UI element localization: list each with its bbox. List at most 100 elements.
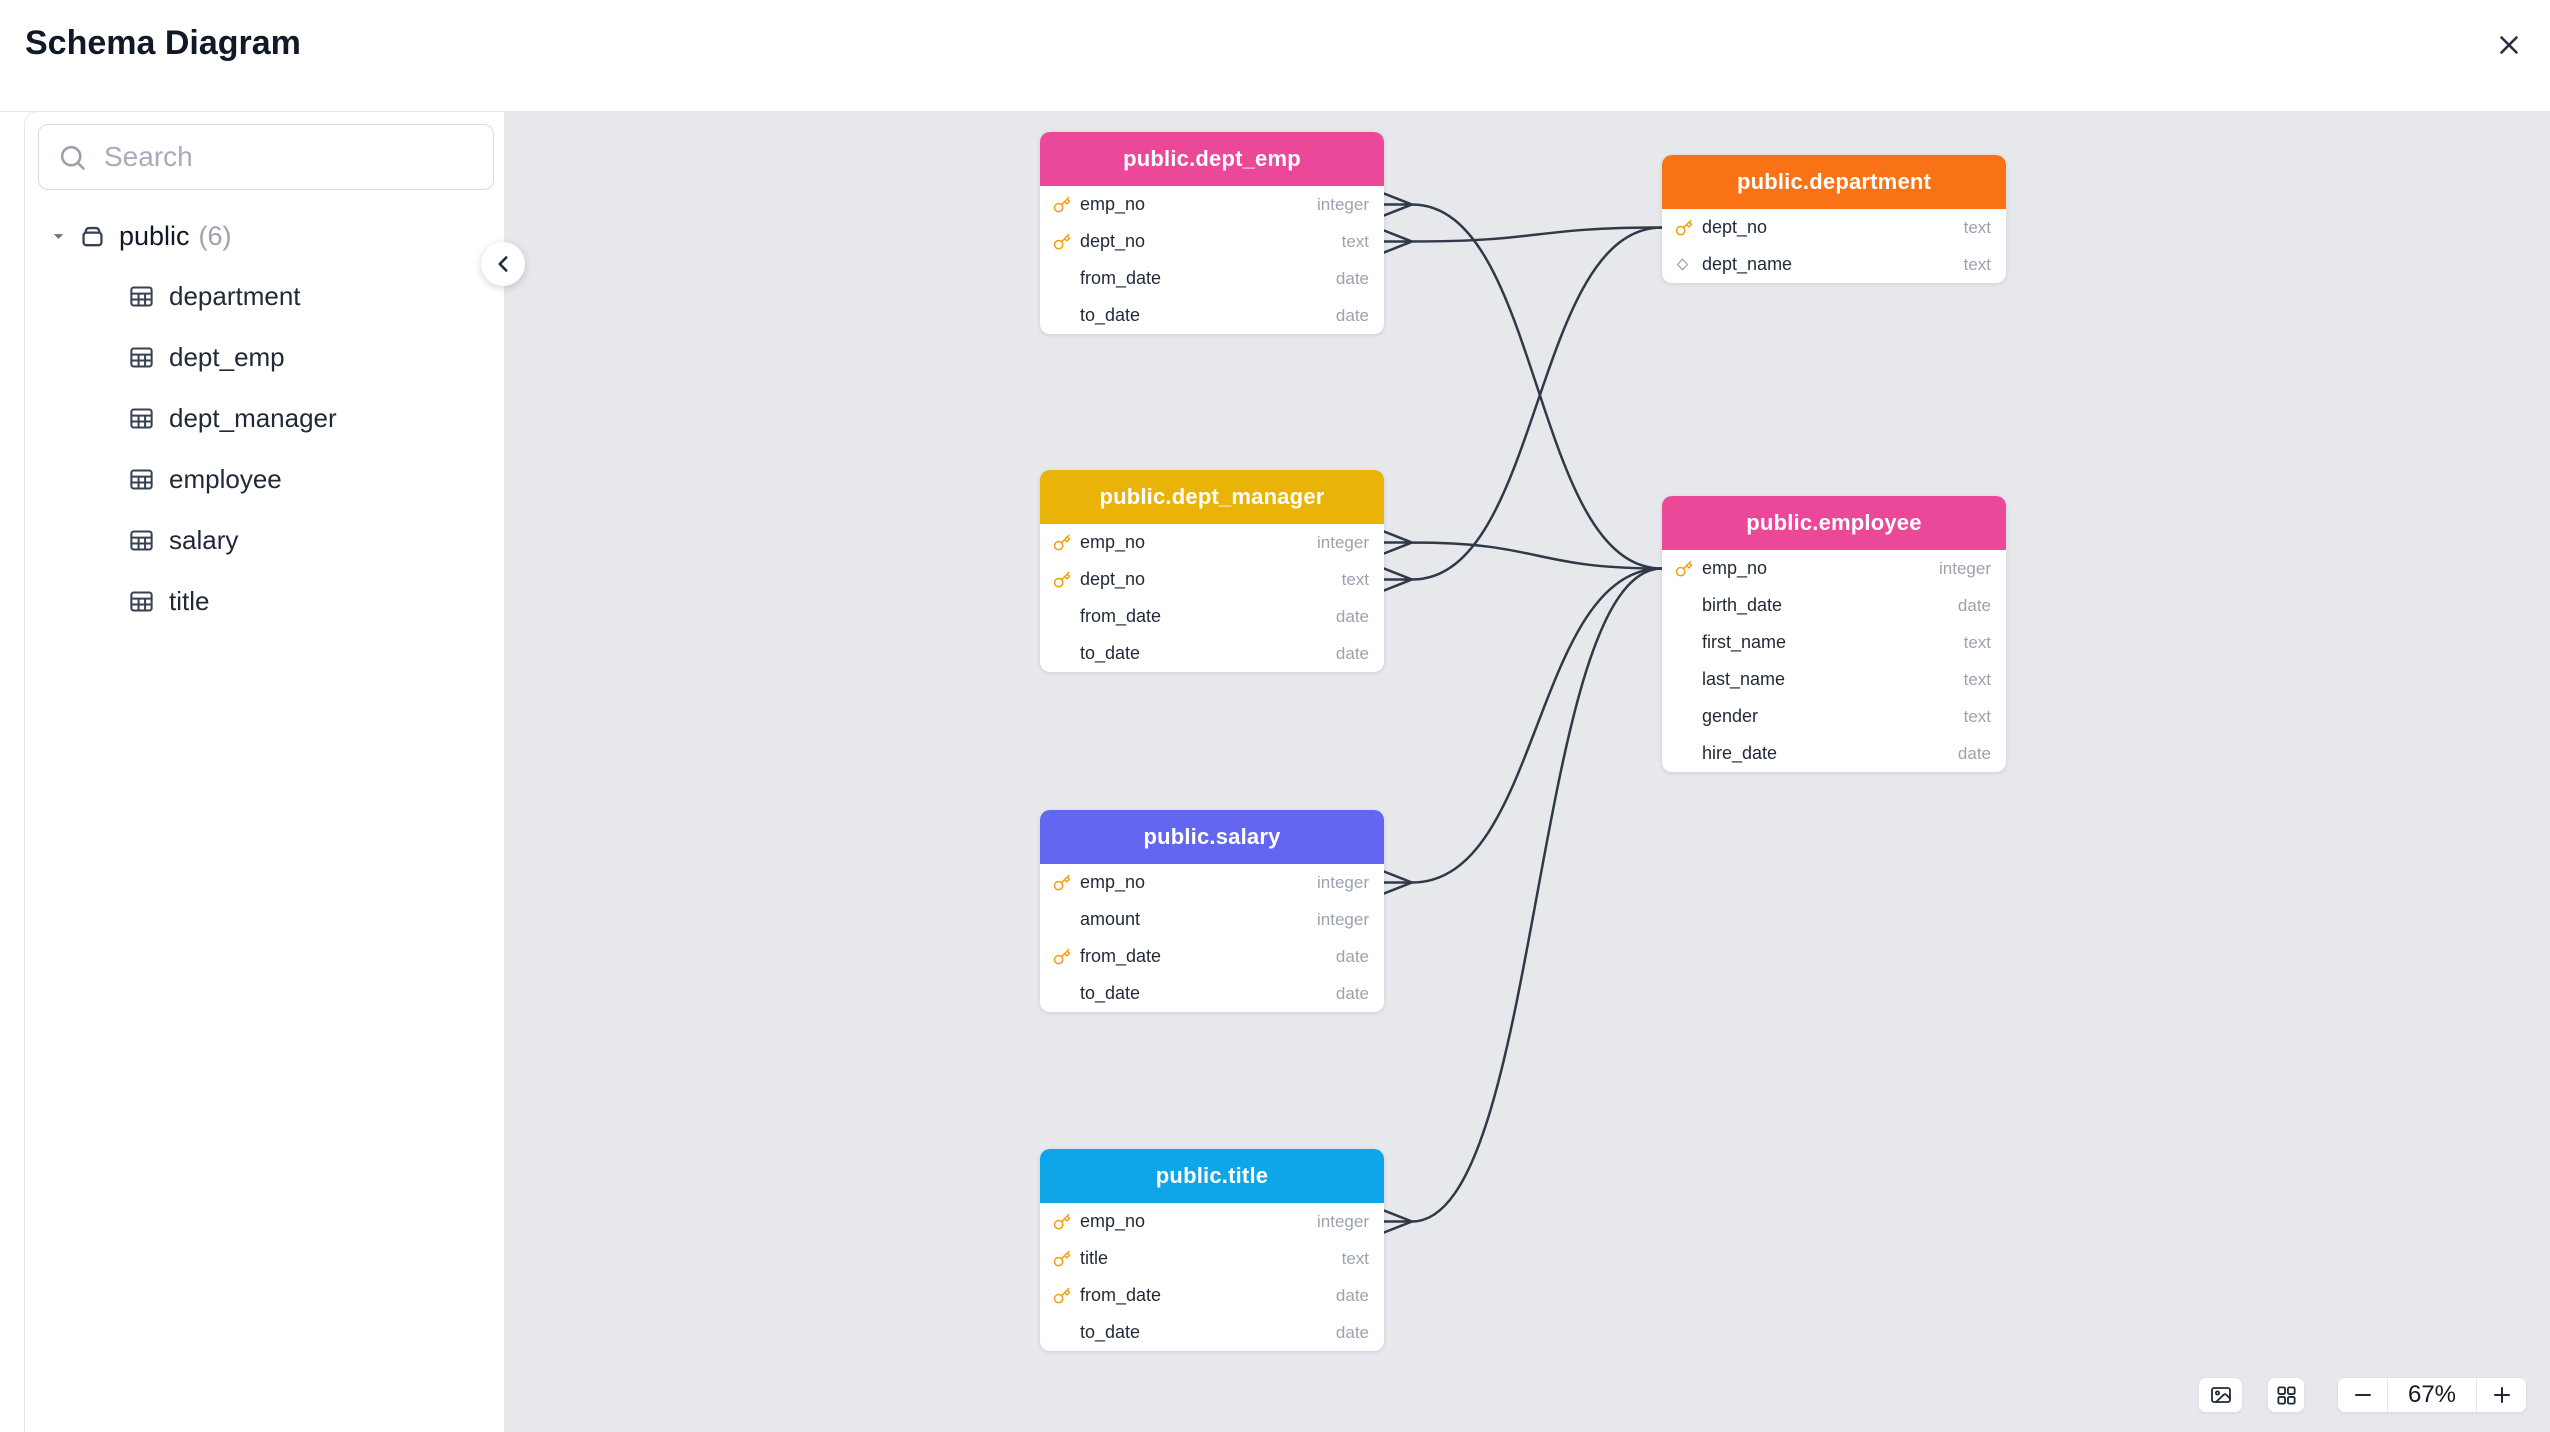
field-name: to_date xyxy=(1080,305,1141,325)
archive-box-icon xyxy=(82,226,103,246)
table-field-row: from_date date xyxy=(1040,938,1384,975)
field-type: integer xyxy=(1317,872,1369,892)
key-icon xyxy=(1053,196,1071,213)
field-type: date xyxy=(1335,268,1369,288)
table-node-title: public.dept_manager xyxy=(1040,470,1384,524)
caret-down-icon[interactable] xyxy=(49,227,68,246)
layout-grid-icon xyxy=(2276,1385,2296,1405)
sidebar-item-label: employee xyxy=(169,464,282,494)
table-field-row: to_date date xyxy=(1040,297,1384,334)
sidebar-item-label: dept_manager xyxy=(169,403,337,433)
field-type: integer xyxy=(1939,558,1991,578)
sidebar-item-dept_emp[interactable]: dept_emp xyxy=(25,327,504,388)
field-name: gender xyxy=(1702,706,1759,726)
field-type: text xyxy=(1341,1248,1369,1268)
table-node-title: public.salary xyxy=(1040,810,1384,864)
close-button[interactable] xyxy=(2492,29,2526,63)
field-name: from_date xyxy=(1080,606,1162,626)
key-icon xyxy=(1675,560,1693,577)
table-icon xyxy=(130,469,153,490)
field-type: date xyxy=(1335,1322,1369,1342)
zoom-in-button[interactable] xyxy=(2476,1378,2526,1412)
key-icon xyxy=(1053,571,1071,588)
field-type: text xyxy=(1341,231,1369,251)
field-type: text xyxy=(1963,706,1991,726)
sidebar-item-title[interactable]: title xyxy=(25,571,504,632)
key-icon xyxy=(1053,534,1071,551)
key-icon xyxy=(1675,219,1693,236)
table-node-title: public.dept_emp xyxy=(1040,132,1384,186)
field-type: text xyxy=(1963,669,1991,689)
auto-layout-button[interactable] xyxy=(2267,1377,2305,1413)
search-icon xyxy=(60,145,85,170)
table-icon xyxy=(130,408,153,429)
chevron-left-icon xyxy=(498,256,508,272)
table-icon xyxy=(130,347,153,368)
field-name: dept_no xyxy=(1080,569,1146,589)
field-name: emp_no xyxy=(1080,194,1146,214)
field-type: date xyxy=(1335,606,1369,626)
field-type: date xyxy=(1335,946,1369,966)
field-type: text xyxy=(1341,569,1369,589)
key-icon xyxy=(1053,1287,1071,1304)
sidebar-item-employee[interactable]: employee xyxy=(25,449,504,510)
field-name: to_date xyxy=(1080,643,1141,663)
key-icon xyxy=(1053,948,1071,965)
field-type: date xyxy=(1335,983,1369,1003)
field-name: emp_no xyxy=(1080,532,1146,552)
close-icon xyxy=(2500,35,2518,54)
field-type: text xyxy=(1963,217,1991,237)
field-type: date xyxy=(1335,643,1369,663)
table-icon xyxy=(130,286,153,307)
field-type: date xyxy=(1335,305,1369,325)
sidebar-item-dept_manager[interactable]: dept_manager xyxy=(25,388,504,449)
table-field-row: emp_no integer xyxy=(1662,550,2006,587)
export-image-button[interactable] xyxy=(2198,1377,2243,1413)
field-name: amount xyxy=(1080,909,1141,929)
field-type: integer xyxy=(1317,194,1369,214)
sidebar-collapse-button[interactable] xyxy=(481,242,525,286)
field-name: emp_no xyxy=(1702,558,1768,578)
sidebar-item-label: title xyxy=(169,586,210,616)
sidebar-item-salary[interactable]: salary xyxy=(25,510,504,571)
key-icon xyxy=(1053,1213,1071,1230)
top-bar: Schema Diagram xyxy=(0,0,2550,112)
diagram-canvas[interactable] xyxy=(503,112,2550,1432)
field-name: birth_date xyxy=(1702,595,1783,615)
plus-icon xyxy=(2493,1387,2510,1403)
search-input[interactable] xyxy=(102,140,476,174)
table-node-title: public.title xyxy=(1040,1149,1384,1203)
table-field-row: gender text xyxy=(1662,698,2006,735)
sidebar-item-department[interactable]: department xyxy=(25,266,504,327)
zoom-out-button[interactable] xyxy=(2338,1378,2388,1412)
table-field-row: from_date date xyxy=(1040,598,1384,635)
schema-table-count: (6) xyxy=(198,220,232,251)
table-node-title: public.employee xyxy=(1662,496,2006,550)
sidebar-item-schema-public[interactable]: public (6) xyxy=(25,214,504,258)
field-name: emp_no xyxy=(1080,1211,1146,1231)
field-type: date xyxy=(1957,743,1991,763)
field-name: from_date xyxy=(1080,946,1162,966)
table-field-row: to_date date xyxy=(1040,635,1384,672)
